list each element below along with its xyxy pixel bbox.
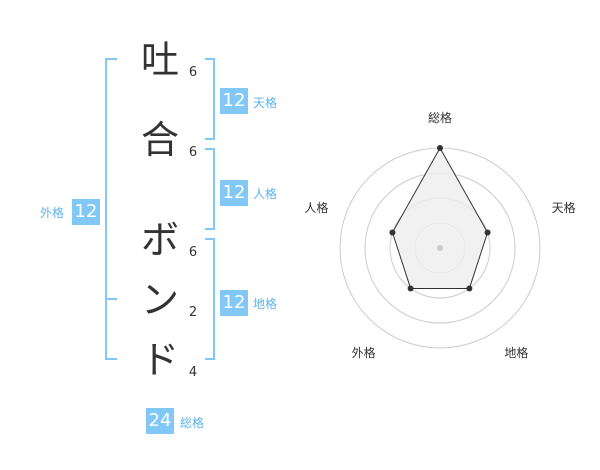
name-char-2: 合: [140, 118, 179, 162]
name-char-5: ド: [140, 338, 179, 382]
stroke-count-5: 4: [188, 365, 198, 380]
chikaku-value-badge: 12: [220, 290, 248, 316]
soukaku-label: 総格: [180, 416, 205, 430]
tenkaku-value-badge: 12: [220, 88, 248, 114]
jinkaku-value-badge: 12: [220, 180, 248, 206]
radar-axis-label-4: 外格: [352, 345, 376, 360]
jinkaku-label: 人格: [253, 187, 278, 201]
radar-point-4: [407, 285, 414, 292]
chikaku-label: 地格: [253, 297, 278, 311]
radar-axis-label-3: 地格: [504, 345, 528, 360]
stroke-count-1: 6: [188, 65, 198, 80]
radar-value-polygon: [391, 146, 489, 289]
radar-point-5: [389, 229, 396, 236]
gaikaku-label: 外格: [40, 206, 65, 220]
name-char-4: ン: [140, 278, 179, 322]
radar-point-3: [466, 285, 473, 292]
radar-point-2: [484, 229, 491, 236]
radar-axis-label-5: 人格: [304, 200, 328, 215]
radar-axis-label-1: 総格: [428, 110, 452, 125]
stroke-count-2: 6: [188, 145, 198, 160]
radar-center-point: [437, 245, 443, 251]
stroke-count-3: 6: [188, 245, 198, 260]
tenkaku-label: 天格: [253, 96, 278, 110]
stroke-count-4: 2: [188, 305, 198, 320]
radar-point-1: [437, 145, 443, 151]
radar-axis-label-2: 天格: [552, 200, 576, 215]
name-char-3: ボ: [140, 218, 179, 262]
soukaku-value-badge: 24: [146, 408, 174, 434]
name-char-1: 吐: [140, 38, 179, 82]
gaikaku-value-badge: 12: [72, 199, 100, 225]
